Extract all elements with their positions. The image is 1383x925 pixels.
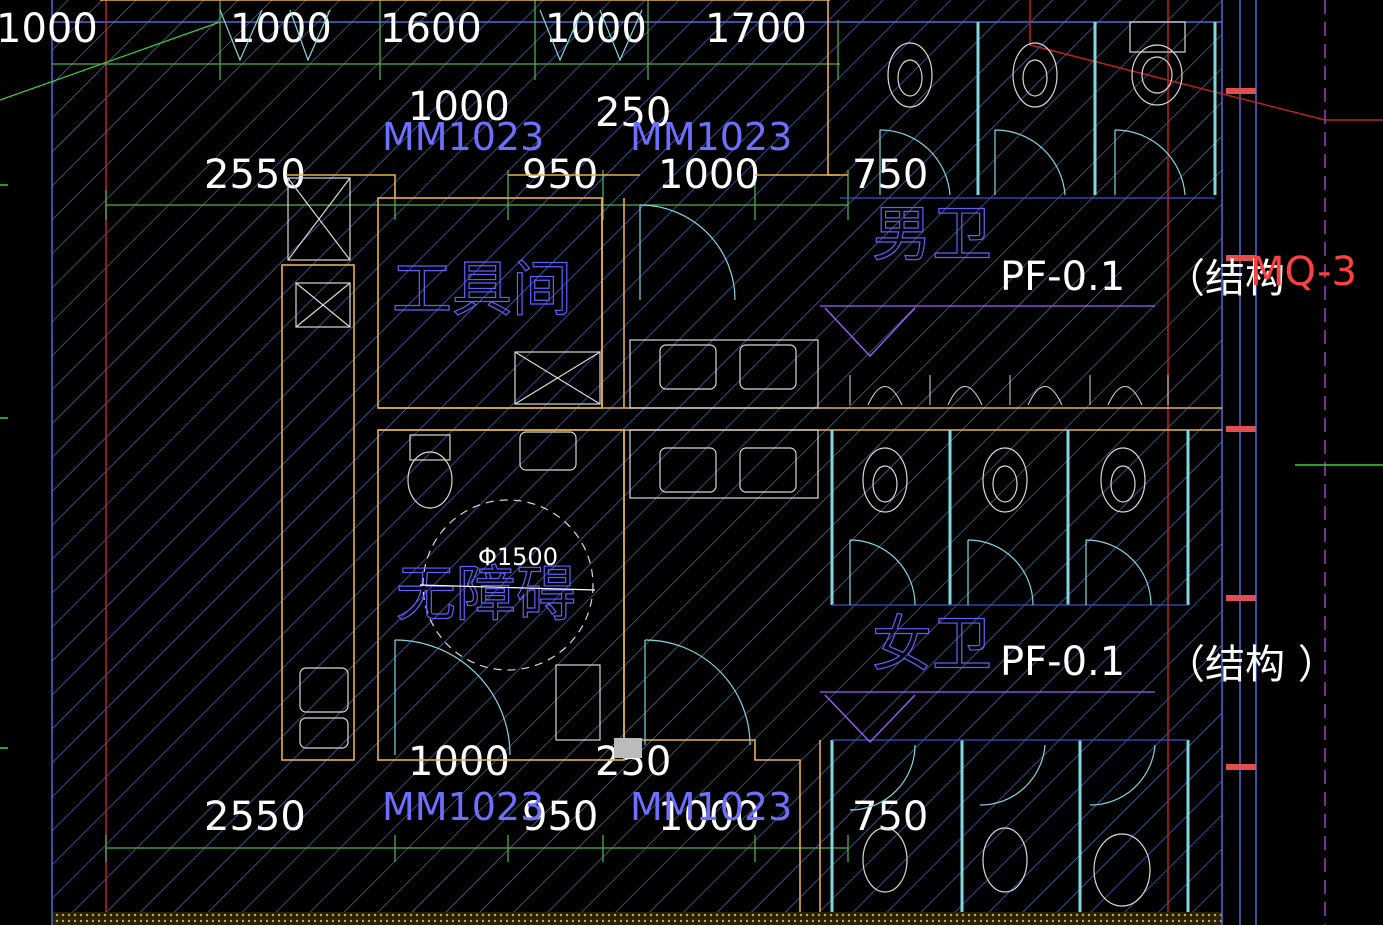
- dim-row3-3: 1000: [658, 152, 760, 198]
- dim-row2-2: 250: [595, 90, 671, 136]
- turning-circle-label: Φ1500: [478, 543, 558, 571]
- dim-top-3: 1600: [380, 6, 482, 52]
- men-floor-level: PF-0.1: [1000, 254, 1125, 300]
- dim-top-4: 1000: [545, 6, 647, 52]
- women-floor-level: PF-0.1: [1000, 639, 1125, 685]
- dim-bottom-5: 1000: [658, 794, 760, 840]
- dim-top-1: 1000: [0, 6, 98, 52]
- ground-strip: [52, 912, 1222, 925]
- stall-partitions: [830, 22, 1217, 912]
- room-tool-room: 工具间: [392, 255, 572, 325]
- women-struct-note: （结构 ）: [1165, 642, 1338, 688]
- dim-bottom-4: 950: [522, 794, 598, 840]
- wall-ticks: [1226, 88, 1256, 770]
- men-struct-note: （结构: [1165, 256, 1285, 302]
- dim-row3-4: 750: [852, 152, 928, 198]
- frame-lines: [51, 0, 1257, 925]
- dimension-lines: [52, 0, 849, 862]
- dim-bottom-1: 1000: [408, 739, 510, 785]
- door-swings: [394, 129, 1186, 811]
- door-label-2: MM1023: [630, 115, 792, 159]
- room-men: 男卫: [872, 200, 992, 270]
- door-label-4: MM1023: [630, 785, 792, 829]
- room-accessible: 无障碍: [396, 560, 576, 630]
- door-label-1: MM1023: [382, 115, 544, 159]
- room-women: 女卫: [872, 610, 992, 680]
- wall-tag: MQ-3: [1250, 249, 1357, 295]
- dim-top-5: 1700: [705, 6, 807, 52]
- dim-row2-1: 1000: [408, 84, 510, 130]
- grid-axis-red: [105, 0, 1383, 912]
- hatched-area: [52, 0, 1222, 912]
- dim-top-2: 1000: [230, 6, 332, 52]
- dim-bottom-3: 2550: [204, 794, 306, 840]
- dim-bottom-6: 750: [852, 794, 928, 840]
- door-label-3: MM1023: [382, 785, 544, 829]
